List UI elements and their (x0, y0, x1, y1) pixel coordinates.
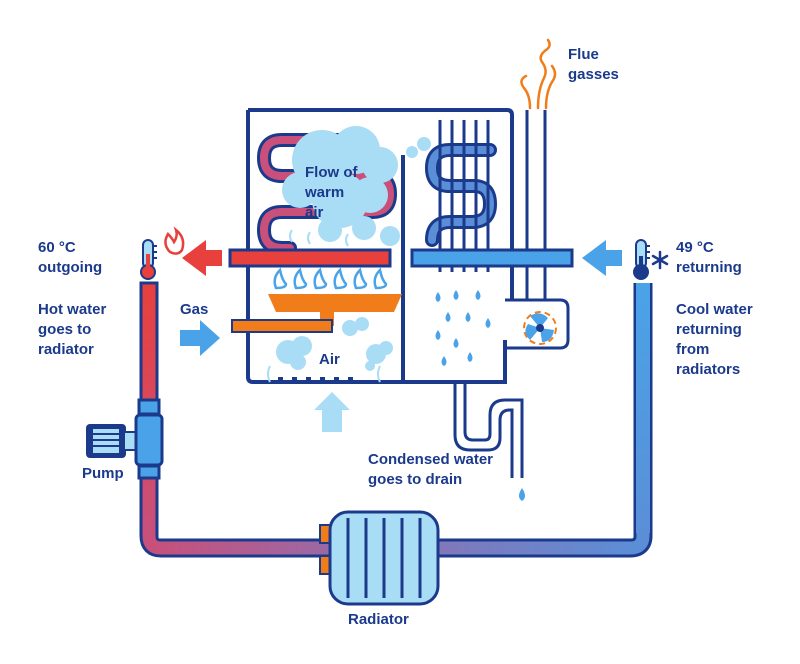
flue-swirl-icon (520, 38, 557, 110)
primary-heat-exchanger (256, 133, 398, 255)
returning-cool-pipe (410, 248, 574, 268)
outgoing-temperature-label: 60 °C outgoing (38, 239, 102, 276)
radiator (319, 510, 440, 606)
air-intake-grille (278, 377, 353, 382)
secondary-heat-exchanger (424, 120, 498, 272)
air-puffs (276, 317, 393, 371)
fan-icon (523, 311, 557, 345)
water-circuit (139, 281, 653, 558)
condensate-drops (435, 290, 525, 501)
flow-of-warm-air-label: Flow of warm air (304, 164, 362, 221)
thermometer-icon (140, 239, 157, 280)
burner (231, 229, 402, 333)
air-intake-arrow (314, 392, 350, 432)
flame-icon (273, 267, 388, 290)
flame-icon (164, 226, 185, 255)
gas-label: Gas (180, 301, 208, 318)
warm-air-cloud (282, 126, 431, 246)
thermometer-icon (633, 239, 650, 280)
gas-inflow-arrow (180, 320, 220, 356)
hot-outflow-arrow (182, 240, 222, 276)
outgoing-hot-pipe (228, 248, 392, 268)
condensed-water-label: Condensed water goes to drain (368, 451, 497, 488)
pump-label: Pump (82, 465, 124, 482)
cool-water-label: Cool water returning from radiators (676, 301, 757, 378)
flue-gasses-label: Flue gasses (568, 46, 619, 83)
returning-temperature-label: 49 °C returning (676, 239, 742, 276)
snowflake-icon (651, 250, 669, 270)
radiator-label: Radiator (348, 611, 409, 628)
pump (86, 398, 164, 480)
air-label: Air (319, 351, 340, 368)
hot-water-label: Hot water goes to radiator (38, 301, 111, 358)
boiler-casing (246, 108, 570, 478)
cool-inflow-arrow (582, 240, 622, 276)
cool-pipe-vertical (636, 283, 650, 533)
